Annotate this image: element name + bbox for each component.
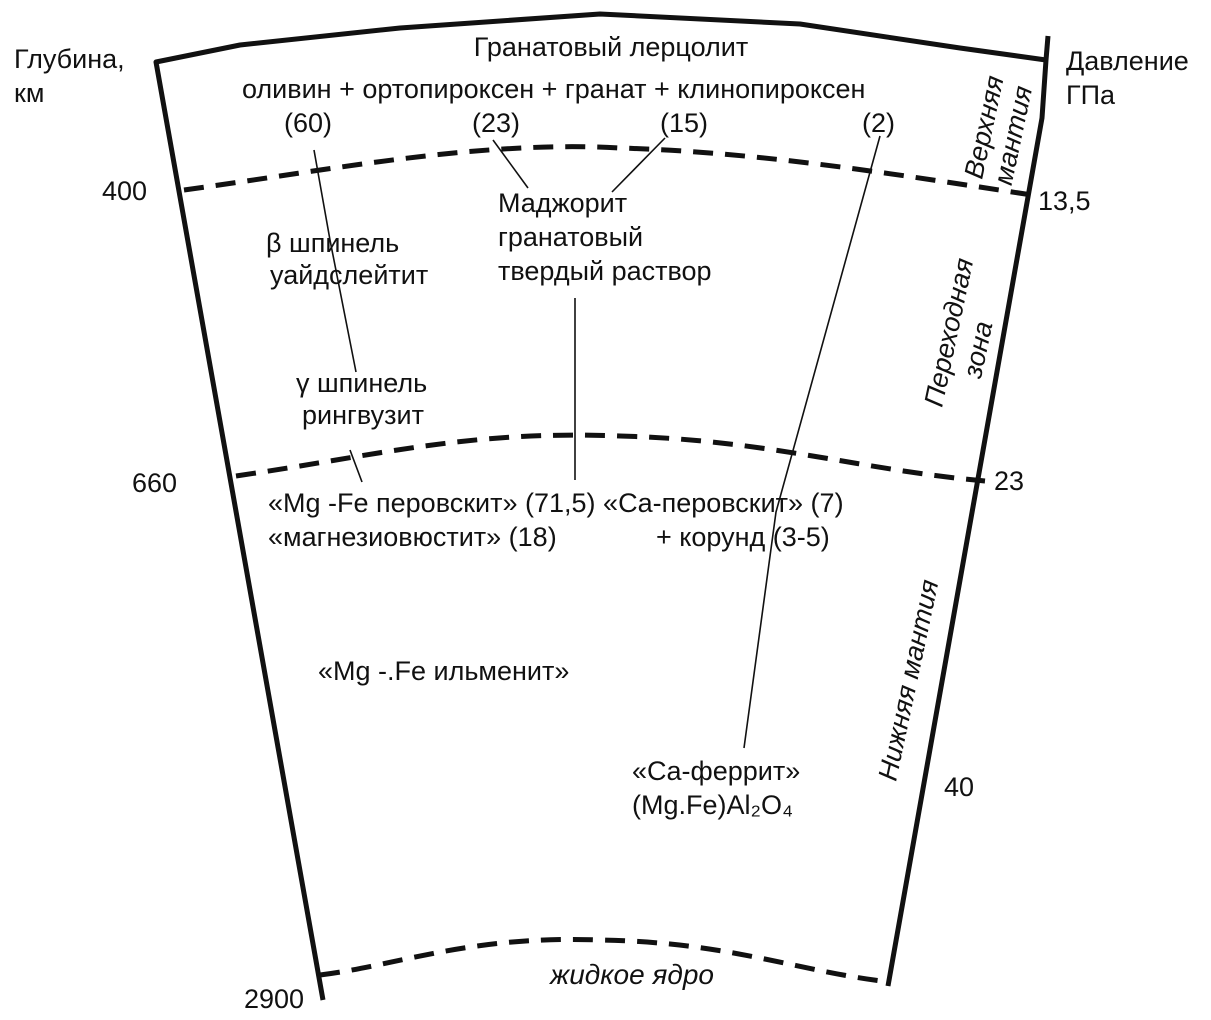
majorite-garnet-label: гранатовый xyxy=(498,222,643,252)
leader-grt-majorite xyxy=(611,137,666,193)
ilmenite-label: «Mg -.Fe ильменит» xyxy=(318,656,569,686)
rock-name-garnet-lherzolite: Гранатовый лерцолит xyxy=(474,32,748,62)
depth-axis-title: Глубина, xyxy=(14,44,125,74)
boundary-400km xyxy=(183,144,1033,198)
lower-mantle-side-label: Нижняя мантия xyxy=(873,577,945,783)
liquid-core-label: жидкое ядро xyxy=(548,959,714,990)
beta-spinel-label: β шпинель xyxy=(266,228,399,258)
upper-mantle-minerals: оливин + ортопироксен + гранат + клинопи… xyxy=(242,74,865,104)
leader-cpx xyxy=(743,135,881,749)
wadsleyite-label: уайдслейтит xyxy=(270,260,428,290)
fraction-clinopyroxene: (2) xyxy=(862,108,895,138)
upper-mantle-side-label: Верхняя мантия xyxy=(959,73,1039,188)
pressure-tick-23: 23 xyxy=(994,466,1024,496)
gamma-spinel-label: γ шпинель xyxy=(296,368,427,398)
lower-mantle-label: Нижняя мантия xyxy=(873,577,945,783)
majorite-label: Маджорит xyxy=(498,188,627,218)
boundary-660km xyxy=(235,432,986,484)
ca-ferrite-label: «Ca-феррит» xyxy=(632,756,800,786)
leader-spinel-to-ringwoodite xyxy=(349,449,363,483)
pressure-tick-40: 40 xyxy=(944,772,974,802)
boundary-core xyxy=(319,936,891,985)
pressure-axis-unit: ГПа xyxy=(1066,80,1116,110)
ca-ferrite-formula: (Mg.Fe)Al₂O₄ xyxy=(632,790,793,820)
fraction-garnet: (15) xyxy=(660,108,708,138)
corundum-line: + корунд (3-5) xyxy=(656,522,830,552)
ringwoodite-label: рингвузит xyxy=(302,400,424,430)
pressure-axis-stub xyxy=(1043,35,1051,61)
transition-zone-side-label: Переходная зона xyxy=(919,255,999,409)
pressure-tick-13-5: 13,5 xyxy=(1038,186,1091,216)
fraction-olivine: (60) xyxy=(284,108,332,138)
magnesiowustite-line: «магнезиовюстит» (18) xyxy=(268,522,557,552)
depth-tick-2900: 2900 xyxy=(244,984,304,1014)
depth-tick-660: 660 xyxy=(132,468,177,498)
depth-axis-unit: км xyxy=(14,78,44,108)
majorite-solid-solution-label: твердый раствор xyxy=(498,256,712,286)
mantle-wedge-outline xyxy=(153,11,1049,1001)
pressure-axis-title: Давление xyxy=(1066,46,1189,76)
leader-olivine xyxy=(313,149,357,373)
perovskite-line: «Mg -Fe перовскит» (71,5) «Ca-перовскит»… xyxy=(268,488,844,518)
depth-tick-400: 400 xyxy=(102,176,147,206)
leader-opx-majorite xyxy=(492,139,529,189)
fraction-orthopyroxene: (23) xyxy=(472,108,520,138)
